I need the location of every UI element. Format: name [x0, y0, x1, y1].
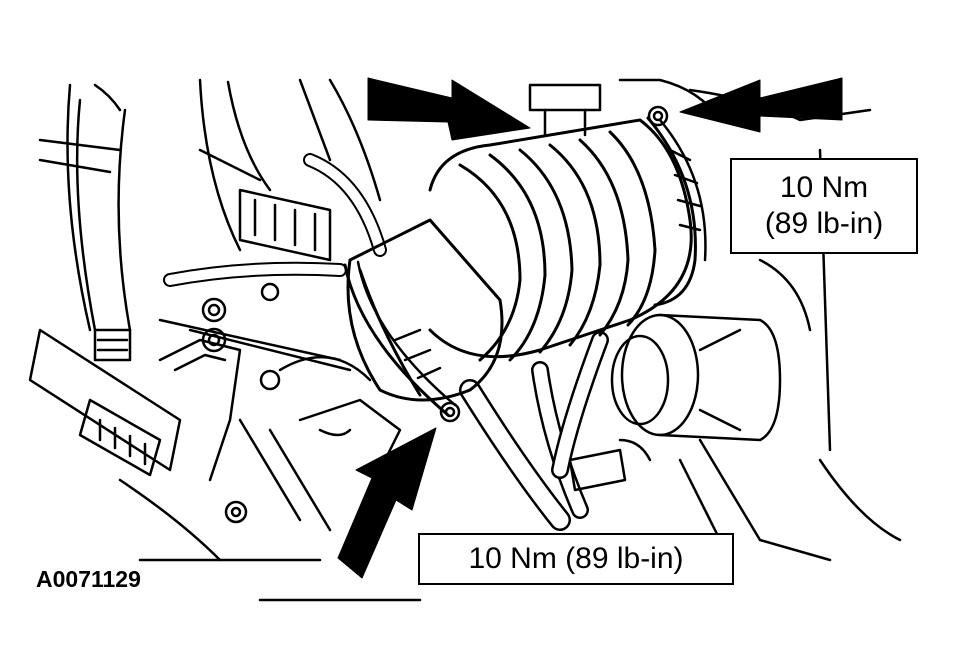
mounting-bracket — [158, 338, 402, 482]
torque-callout-upper: 10 Nm (89 lb-in) — [730, 158, 918, 254]
torque-value-lower: 10 Nm (89 lb-in) — [468, 542, 684, 575]
torque-callout-lower: 10 Nm (89 lb-in) — [418, 533, 734, 585]
hose-clamp-lower — [343, 260, 461, 423]
upper-connector — [198, 148, 332, 262]
vertical-hose — [75, 98, 132, 362]
arrows — [337, 77, 843, 579]
arrow-upper-left — [367, 77, 531, 141]
wiring-loom — [163, 153, 609, 531]
bolts — [201, 282, 281, 524]
lower-connector — [568, 438, 652, 492]
hose-clamp-upper — [646, 105, 707, 307]
torque-value-upper-imperial: (89 lb-in) — [764, 207, 884, 240]
left-connector — [28, 328, 182, 477]
arrow-lower — [337, 427, 437, 579]
torque-value-upper: 10 Nm — [779, 171, 869, 204]
air-intake-boot — [346, 118, 693, 402]
sensor-body — [528, 83, 782, 442]
figure-id-label: A0071129 — [36, 566, 141, 592]
arrow-upper-right — [679, 77, 843, 133]
